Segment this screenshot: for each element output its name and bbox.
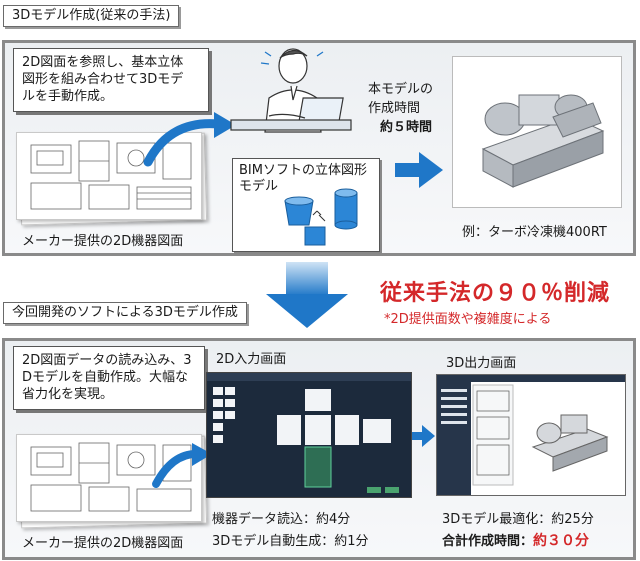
time-input-2: 3Dモデル自動生成：約1分 bbox=[212, 534, 369, 549]
time-line-3: 約５時間 bbox=[380, 120, 433, 135]
curved-arrow-1 bbox=[143, 112, 236, 167]
drawing-lines-2 bbox=[30, 442, 192, 512]
output-screen bbox=[436, 374, 626, 496]
right-arrow-2 bbox=[412, 425, 435, 447]
bubble-line-2: 図形を組み合わせて3Dモデ bbox=[22, 72, 184, 87]
section1-tag: 3Dモデル作成(従来の手法) bbox=[3, 5, 180, 27]
output-screen-label: 3D出力画面 bbox=[446, 356, 517, 371]
down-arrow bbox=[266, 262, 348, 328]
bubble-line-3: ルを手動作成。 bbox=[22, 89, 114, 104]
time-input-1: 機器データ読込：約4分 bbox=[212, 512, 351, 527]
total-value: 約３０分 bbox=[533, 533, 590, 549]
output-screen-content bbox=[437, 375, 625, 495]
chiller-model-icon bbox=[481, 94, 605, 188]
total-label: 合計作成時間： bbox=[442, 534, 534, 549]
bubble2-line-1: 2D図面データの読み込み、3 bbox=[22, 353, 192, 368]
drawing-lines bbox=[30, 140, 192, 210]
time-output-1: 3Dモデル最適化：約25分 bbox=[442, 512, 594, 527]
section2-bubble: 2D図面データの読み込み、3 Dモデルを自動作成。大幅な 省力化を実現。 bbox=[13, 346, 205, 410]
input-screen bbox=[206, 372, 412, 498]
model-time-block: 本モデルの 作成時間 約５時間 bbox=[368, 80, 433, 137]
bim-box-line-1: BIMソフトの立体図形 bbox=[239, 163, 367, 178]
bim-shape-box: BIMソフトの立体図形 モデル bbox=[232, 158, 380, 252]
section1-drawing-caption: メーカー提供の2D機器図面 bbox=[22, 234, 184, 249]
drawing-sheet bbox=[16, 132, 202, 220]
bubble-line-1: 2D図面を参照し、基本立体 bbox=[22, 55, 184, 70]
section2-tag: 今回開発のソフトによる3Dモデル作成 bbox=[3, 302, 247, 324]
total-time: 合計作成時間：約３０分 bbox=[442, 530, 589, 550]
primitive-shapes-icon bbox=[284, 188, 358, 246]
turbo-chiller-3d-image bbox=[452, 56, 622, 208]
person-at-laptop-icon bbox=[230, 48, 352, 133]
section1-bubble: 2D図面を参照し、基本立体 図形を組み合わせて3Dモデ ルを手動作成。 bbox=[13, 48, 209, 112]
right-arrow-1 bbox=[395, 152, 443, 188]
section2-drawing-caption: メーカー提供の2D機器図面 bbox=[22, 536, 184, 551]
bubble2-line-3: 省力化を実現。 bbox=[22, 387, 114, 402]
example-caption: 例：ターボ冷凍機400RT bbox=[462, 225, 607, 240]
input-screen-label: 2D入力画面 bbox=[216, 352, 287, 367]
reduction-headline: 従来手法の９０％削減 bbox=[380, 281, 611, 306]
bubble2-line-2: Dモデルを自動作成。大幅な bbox=[22, 370, 189, 385]
bim-box-line-2: モデル bbox=[239, 179, 279, 194]
reduction-note: *2D提供面数や複雑度による bbox=[384, 312, 552, 327]
time-line-1: 本モデルの bbox=[368, 82, 434, 97]
curved-arrow-2 bbox=[152, 443, 212, 488]
input-screen-content bbox=[207, 373, 411, 493]
time-line-2: 作成時間 bbox=[368, 101, 421, 116]
drawing-sheet-2 bbox=[16, 434, 202, 522]
